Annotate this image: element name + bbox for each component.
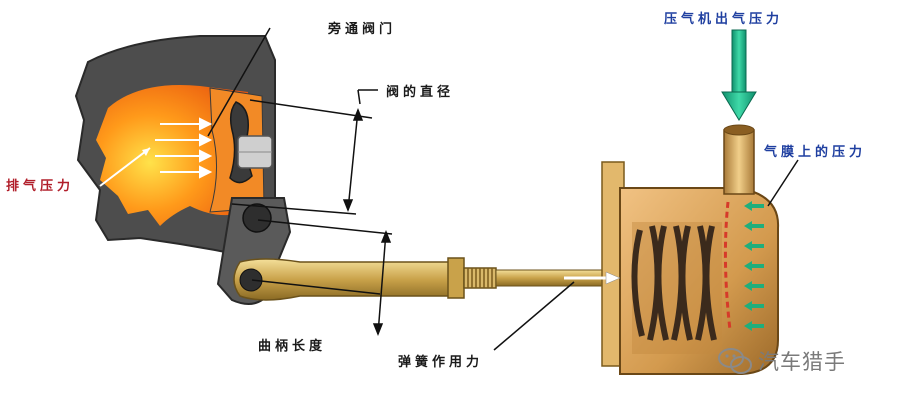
rod-nut	[447, 257, 465, 299]
label-spring-force: 弹簧作用力	[398, 355, 484, 370]
label-valve-diameter: 阀的直径	[386, 85, 455, 100]
rod-thread	[463, 267, 497, 289]
diaphragm-pressure-arrows	[744, 201, 764, 331]
compressor-pressure-arrow	[721, 29, 757, 121]
leader-lines	[207, 27, 799, 351]
watermark-text: 汽车猎手	[758, 350, 846, 374]
wechat-icon	[718, 348, 752, 374]
diaphragm	[723, 201, 732, 331]
label-compressor-outlet-pressure: 压气机出气压力	[664, 12, 784, 27]
spring-force-arrow	[564, 271, 621, 285]
watermark: 汽车猎手	[718, 346, 846, 376]
label-bypass-valve: 旁通阀门	[328, 22, 397, 37]
label-diaphragm-pressure: 气膜上的压力	[764, 145, 867, 160]
pressure-inlet-pipe	[723, 129, 755, 195]
rod-end	[233, 258, 451, 301]
exhaust-flow-arrows	[155, 117, 213, 179]
label-exhaust-pressure: 排气压力	[6, 179, 75, 194]
spring	[631, 225, 717, 341]
crank-pivot	[242, 203, 272, 233]
label-crank-length: 曲柄长度	[258, 339, 327, 354]
